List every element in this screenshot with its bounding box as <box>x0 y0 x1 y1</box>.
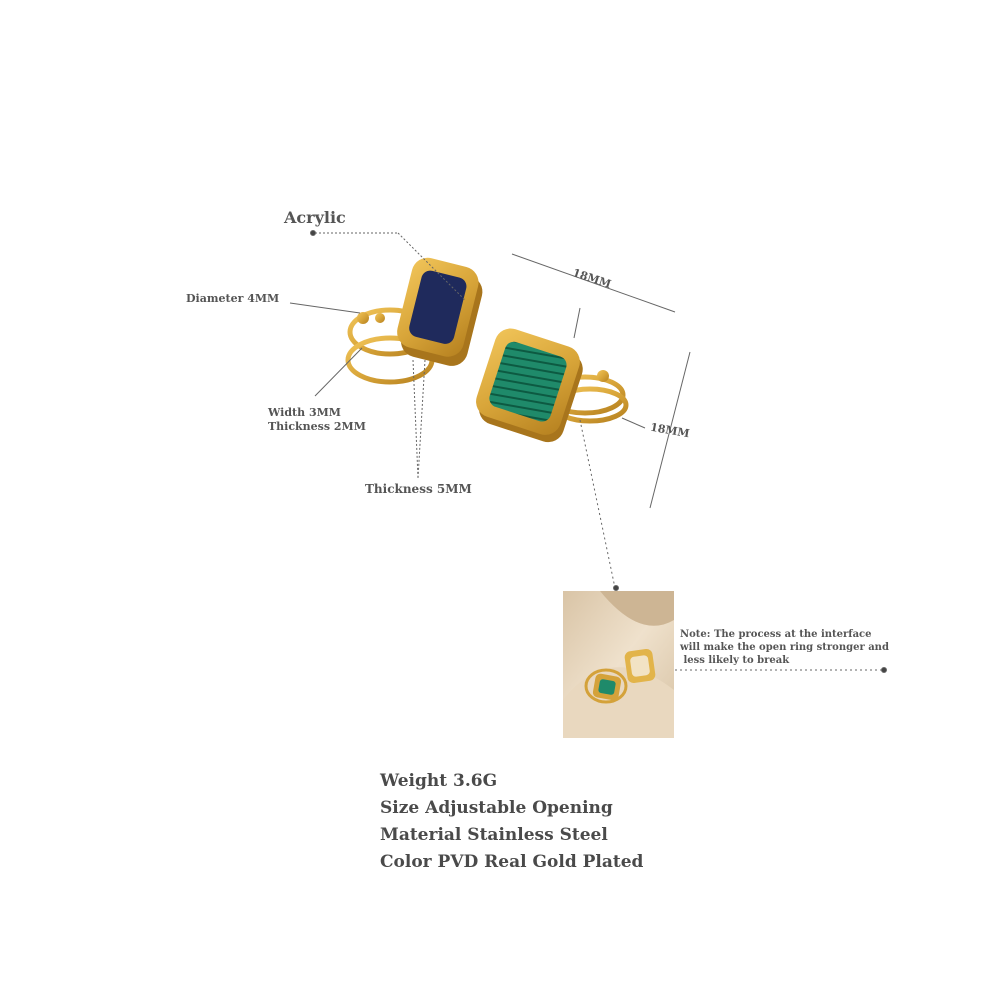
malachite-ring <box>476 328 629 443</box>
detail-photo <box>563 591 674 738</box>
spec-color: Color PVD Real Gold Plated <box>380 852 644 872</box>
spec-material: Material Stainless Steel <box>380 825 608 845</box>
spec-weight: Weight 3.6G <box>380 771 498 791</box>
acrylic-label: Acrylic <box>284 208 346 227</box>
spec-size: Size Adjustable Opening <box>380 798 613 818</box>
band-thickness-label: Thickness 2MM <box>268 420 366 433</box>
navy-ring <box>345 257 483 385</box>
note-line-3: less likely to break <box>680 655 790 666</box>
width-label: Width 3MM <box>268 406 341 419</box>
face-thickness-label: Thickness 5MM <box>365 482 472 496</box>
spec-list: Weight 3.6G Size Adjustable Opening Mate… <box>380 768 643 876</box>
note-line-2: will make the open ring stronger and <box>680 642 889 653</box>
note-line-1: Note: The process at the interface <box>680 629 872 640</box>
interface-note: Note: The process at the interface will … <box>680 628 890 667</box>
annotation-lines <box>289 230 887 673</box>
diameter-label: Diameter 4MM <box>186 292 280 305</box>
